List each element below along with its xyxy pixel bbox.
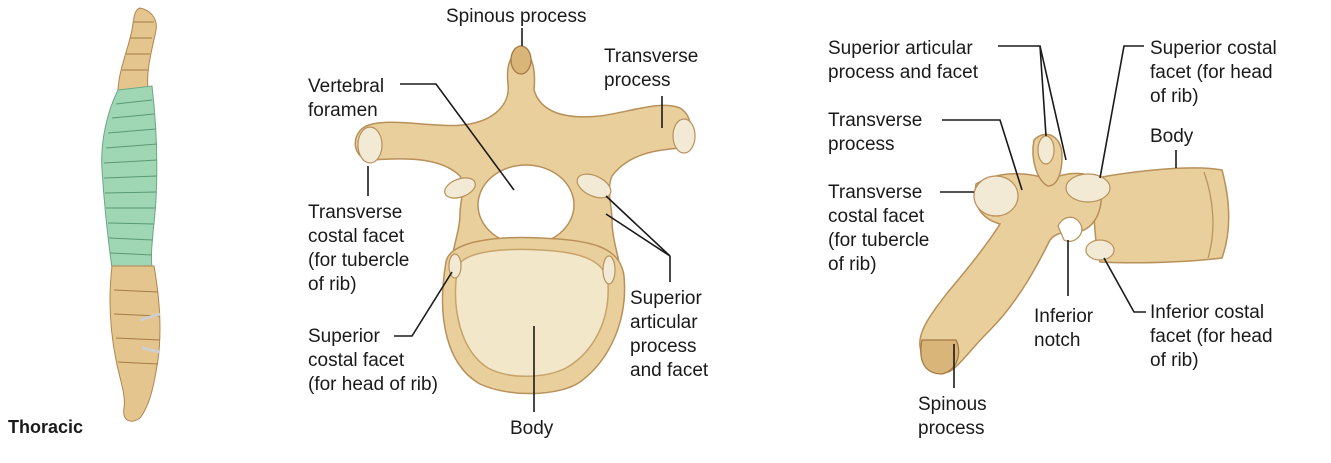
label-superior-costal-facet-3: (for head of rib): [308, 374, 438, 395]
superior-view-illustration: [354, 45, 696, 395]
label-transverse-process-2: process: [604, 70, 671, 91]
label-lat-transverse-costal-1: Transverse: [828, 182, 922, 203]
label-lat-spinous-2: process: [918, 418, 985, 439]
label-lat-superior-costal-1: Superior costal: [1150, 38, 1277, 59]
label-vertebral-foramen-1: Vertebral: [308, 76, 384, 97]
label-lat-inferior-costal-3: of rib): [1150, 350, 1199, 371]
vertebral-column-illustration: Thoracic: [8, 7, 161, 437]
label-lat-inferior-costal-2: facet (for head: [1150, 326, 1273, 347]
label-lat-transverse-costal-3: (for tubercle: [828, 230, 929, 251]
label-vertebral-foramen-2: foramen: [308, 100, 378, 121]
label-superior-costal-facet-1: Superior: [308, 326, 380, 347]
superior-view-labels: Spinous process Transverse process Verte…: [308, 6, 709, 439]
transverse-costal-facet-left: [357, 126, 383, 164]
label-superior-articular-3: process: [630, 336, 697, 357]
label-lat-transverse-costal-4: of rib): [828, 254, 877, 275]
label-transverse-costal-facet-2: costal facet: [308, 226, 405, 247]
vertebral-foramen: [477, 164, 575, 246]
label-lat-transverse-process-1: Transverse: [828, 110, 922, 131]
label-superior-articular-1: Superior: [630, 288, 702, 309]
label-superior-articular-2: articular: [630, 312, 698, 333]
label-transverse-costal-facet-4: of rib): [308, 274, 357, 295]
lateral-view-illustration: [919, 133, 1230, 375]
label-lat-inferior-notch-2: notch: [1034, 330, 1080, 351]
label-superior-costal-facet-2: costal facet: [308, 350, 405, 371]
label-lat-inferior-notch-1: Inferior: [1034, 306, 1094, 327]
label-lat-superior-costal-2: facet (for head: [1150, 62, 1273, 83]
thoracic-caption: Thoracic: [8, 417, 83, 437]
label-spinous-process: Spinous process: [446, 6, 586, 27]
label-lat-body: Body: [1150, 126, 1194, 147]
label-lat-superior-costal-3: of rib): [1150, 86, 1199, 107]
label-transverse-process-1: Transverse: [604, 46, 698, 67]
label-lat-spinous-1: Spinous: [918, 394, 987, 415]
label-transverse-costal-facet-1: Transverse: [308, 202, 402, 223]
label-lat-superior-articular-1: Superior articular: [828, 38, 973, 59]
label-lat-inferior-costal-1: Inferior costal: [1150, 302, 1264, 323]
label-transverse-costal-facet-3: (for tubercle: [308, 250, 409, 271]
label-lat-superior-articular-2: process and facet: [828, 62, 979, 83]
label-lat-transverse-costal-2: costal facet: [828, 206, 925, 227]
label-body: Body: [510, 418, 554, 439]
label-superior-articular-4: and facet: [630, 360, 709, 381]
label-lat-transverse-process-2: process: [828, 134, 895, 155]
lateral-view-labels: Superior articular process and facet Sup…: [828, 38, 1277, 439]
